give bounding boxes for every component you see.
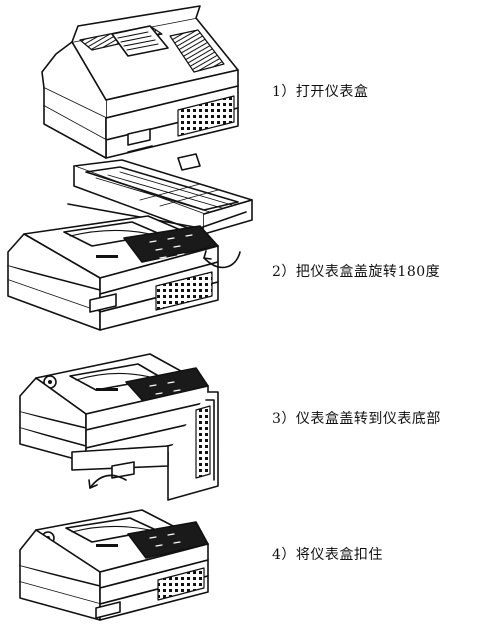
step-1-label: 1）打开仪表盒: [272, 84, 369, 100]
step4-clasped-case-drawing: [19, 509, 209, 621]
step1-closed-case-drawing: [41, 5, 239, 159]
step-4-label: 4）将仪表盒扣住: [272, 547, 383, 563]
step3-lid-under-case-drawing: [19, 353, 219, 501]
step2-rotating-lid-drawing: [7, 153, 253, 331]
step-3-label: 3）仪表盒盖转到仪表底部: [272, 411, 441, 427]
step-2-label: 2）把仪表盒盖旋转180度: [272, 264, 441, 280]
